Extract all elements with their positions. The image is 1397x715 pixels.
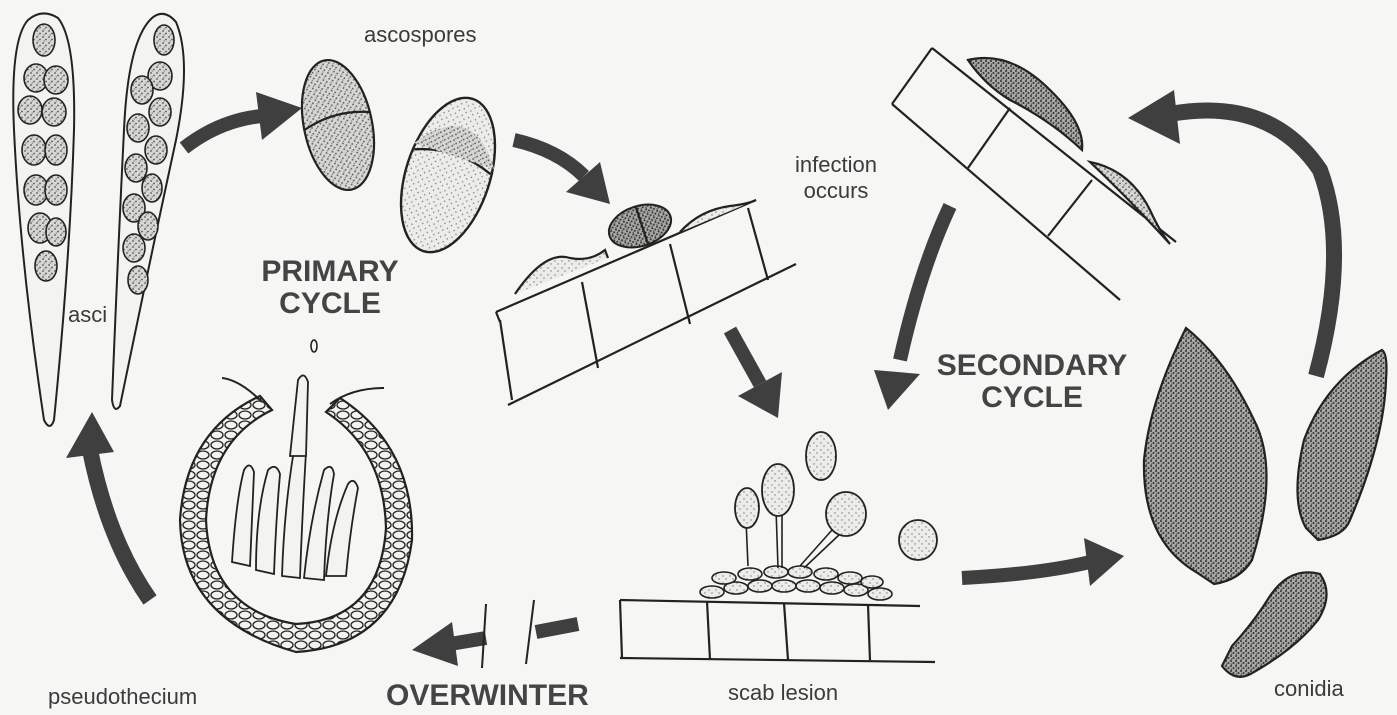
- infection-label-line1: infection: [788, 152, 884, 178]
- pseudothecium-illustration: [180, 340, 412, 652]
- arrow-asci-to-ascospores: [184, 116, 262, 148]
- infection-label-line2: occurs: [788, 178, 884, 204]
- cycle-arrows: [66, 90, 1334, 668]
- secondary-cycle-line2: CYCLE: [922, 382, 1142, 414]
- arrow-head-icon: [1084, 538, 1124, 586]
- arrow-ascospores-to-infection: [514, 140, 584, 176]
- infection-occurs-label: infection occurs: [788, 152, 884, 204]
- ascospores-illustration: [291, 53, 513, 264]
- arrow-overwinter: [536, 624, 578, 632]
- overwinter-label: OVERWINTER: [386, 680, 589, 712]
- primary-cycle-line1: PRIMARY: [250, 256, 410, 288]
- scab-lesion-label: scab lesion: [728, 680, 838, 706]
- pseudothecium-label: pseudothecium: [48, 684, 197, 710]
- conidia-label: conidia: [1274, 676, 1344, 702]
- arrow-tissue-to-secondary: [900, 206, 950, 360]
- asci-illustration: [13, 13, 184, 426]
- secondary-cycle-label: SECONDARY CYCLE: [922, 350, 1142, 414]
- arrow-pseudothecium-to-asci: [90, 450, 150, 600]
- arrow-infection-to-lesion: [730, 330, 760, 384]
- asci-label: asci: [68, 302, 107, 328]
- arrow-head-icon: [874, 370, 920, 410]
- primary-cycle-label: PRIMARY CYCLE: [250, 256, 410, 320]
- arrow-head-icon: [66, 412, 114, 458]
- arrow-head-icon: [1128, 90, 1180, 144]
- arrow-head-icon: [412, 622, 458, 666]
- conidia-illustration: [1144, 328, 1387, 677]
- arrow-lesion-to-conidia: [962, 562, 1090, 578]
- scab-lesion-illustration: [620, 432, 937, 662]
- primary-cycle-line2: CYCLE: [250, 288, 410, 320]
- ascospores-label: ascospores: [364, 22, 477, 48]
- secondary-cycle-line1: SECONDARY: [922, 350, 1142, 382]
- arrow-head-icon: [256, 92, 302, 140]
